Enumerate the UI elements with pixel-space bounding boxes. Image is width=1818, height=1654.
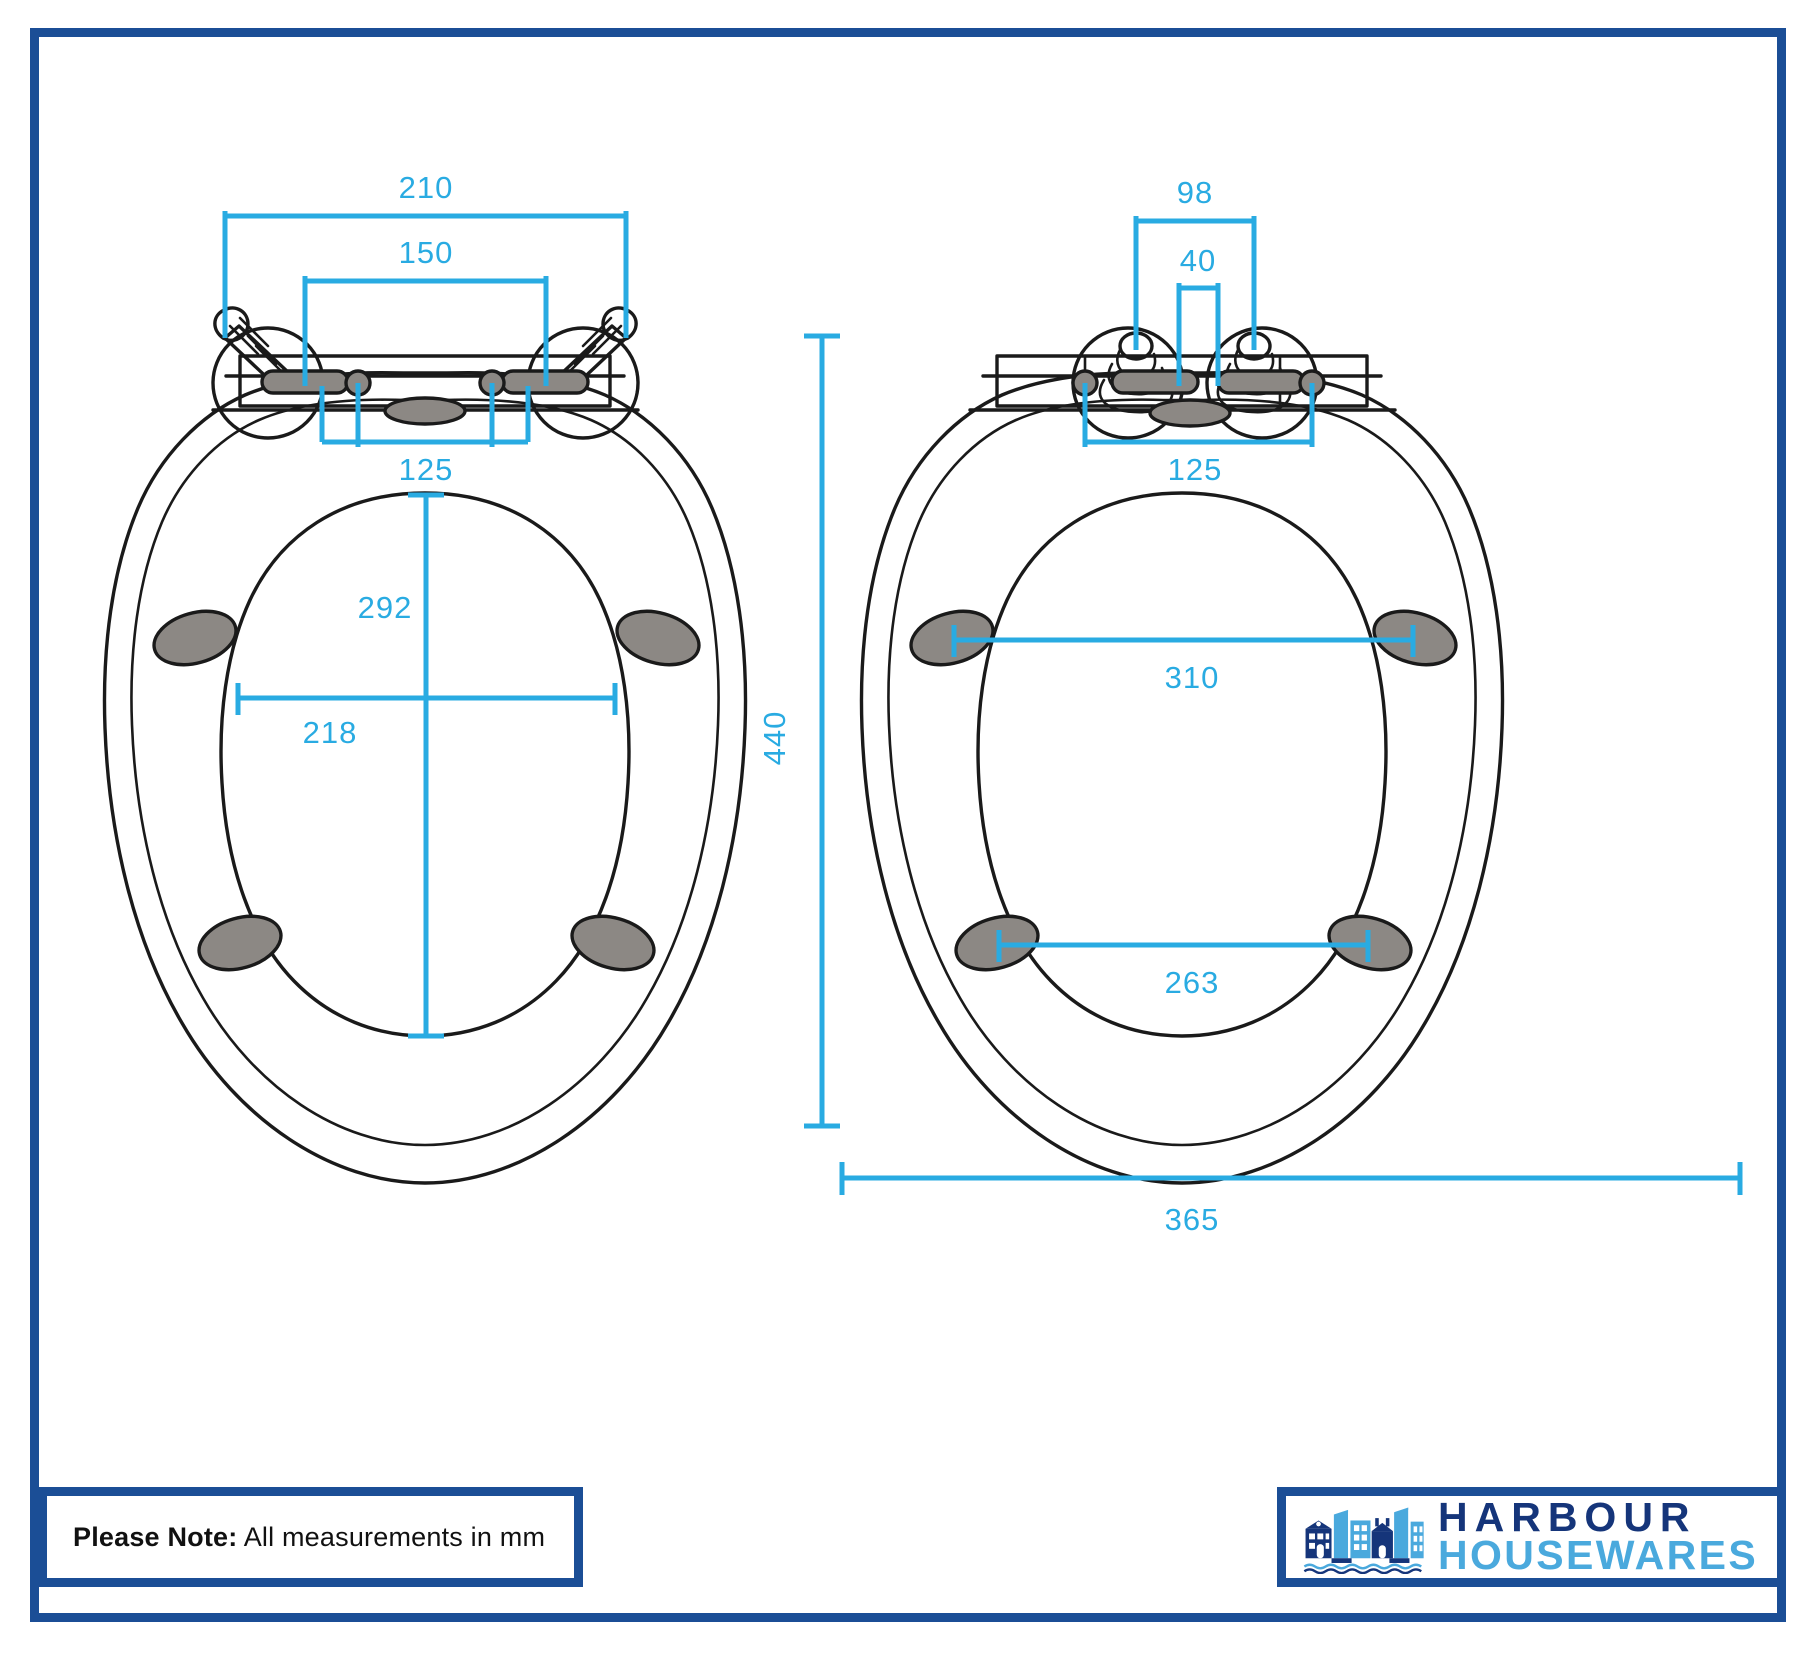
dimension-left-150: 150 (302, 235, 549, 386)
dimension-label-440: 440 (757, 711, 792, 766)
dimension-label-310: 310 (1165, 660, 1220, 695)
dimension-left-218: 218 (235, 683, 618, 750)
dimension-label-210: 210 (399, 170, 454, 205)
right-view-dimensions: 98 40 125 (757, 175, 1743, 1237)
dimension-label-125: 125 (399, 452, 454, 487)
bumper-pad-top-left (152, 609, 238, 667)
dimension-left-292: 292 (358, 492, 444, 1039)
dimension-label-365: 365 (1165, 1202, 1220, 1237)
dimension-right-365: 365 (839, 1162, 1743, 1237)
bumper-pad-bottom-left (197, 914, 283, 972)
bumper-pad-top-right (615, 609, 701, 667)
hinge-slot-left-right-view (1110, 369, 1200, 395)
dimension-label-40: 40 (1180, 243, 1216, 278)
dimension-label-125-right: 125 (1168, 452, 1223, 487)
dimension-right-125: 125 (1082, 383, 1315, 487)
dimension-right-310: 310 (951, 625, 1416, 695)
hinge-slot-right-right-view (1216, 369, 1306, 395)
dimension-label-292: 292 (358, 590, 413, 625)
drawing-svg: 210 150 125 (102, 170, 1743, 1237)
left-view-dimensions: 210 150 125 (222, 170, 629, 1039)
dimension-right-98: 98 (1133, 175, 1257, 350)
dimension-left-210: 210 (222, 170, 629, 338)
please-note-text: Please Note: All measurements in mm (73, 1522, 545, 1553)
please-note-label: Please Note: (73, 1521, 238, 1552)
dimension-right-440: 440 (757, 333, 840, 1129)
dimension-label-98: 98 (1177, 175, 1213, 210)
technical-drawing-canvas: 210 150 125 (40, 38, 1776, 1478)
please-note-value: All measurements in mm (243, 1521, 546, 1552)
centre-pad (383, 396, 467, 426)
harbour-buildings-icon (1302, 1500, 1426, 1574)
left-view-seat (102, 306, 748, 1185)
bumper-pad-bottom-right (570, 914, 656, 972)
centre-pad-right-view (1148, 398, 1232, 428)
dimension-right-40: 40 (1176, 243, 1221, 386)
dimension-label-218: 218 (303, 715, 358, 750)
brand-name-line1: HARBOUR (1438, 1494, 1697, 1541)
dimension-label-150: 150 (399, 235, 454, 270)
sheet-border (30, 28, 1786, 1622)
brand-name-line2: HOUSEWARES (1438, 1532, 1759, 1578)
dimension-label-263: 263 (1165, 965, 1220, 1000)
brand-logo-box: HARBOUR HOUSEWARES (1277, 1487, 1786, 1587)
dimension-right-263: 263 (996, 930, 1371, 1000)
brand-wordmark: HARBOUR HOUSEWARES (1438, 1494, 1759, 1578)
dimension-left-125: 125 (319, 383, 531, 487)
please-note-box: Please Note: All measurements in mm (38, 1487, 583, 1587)
